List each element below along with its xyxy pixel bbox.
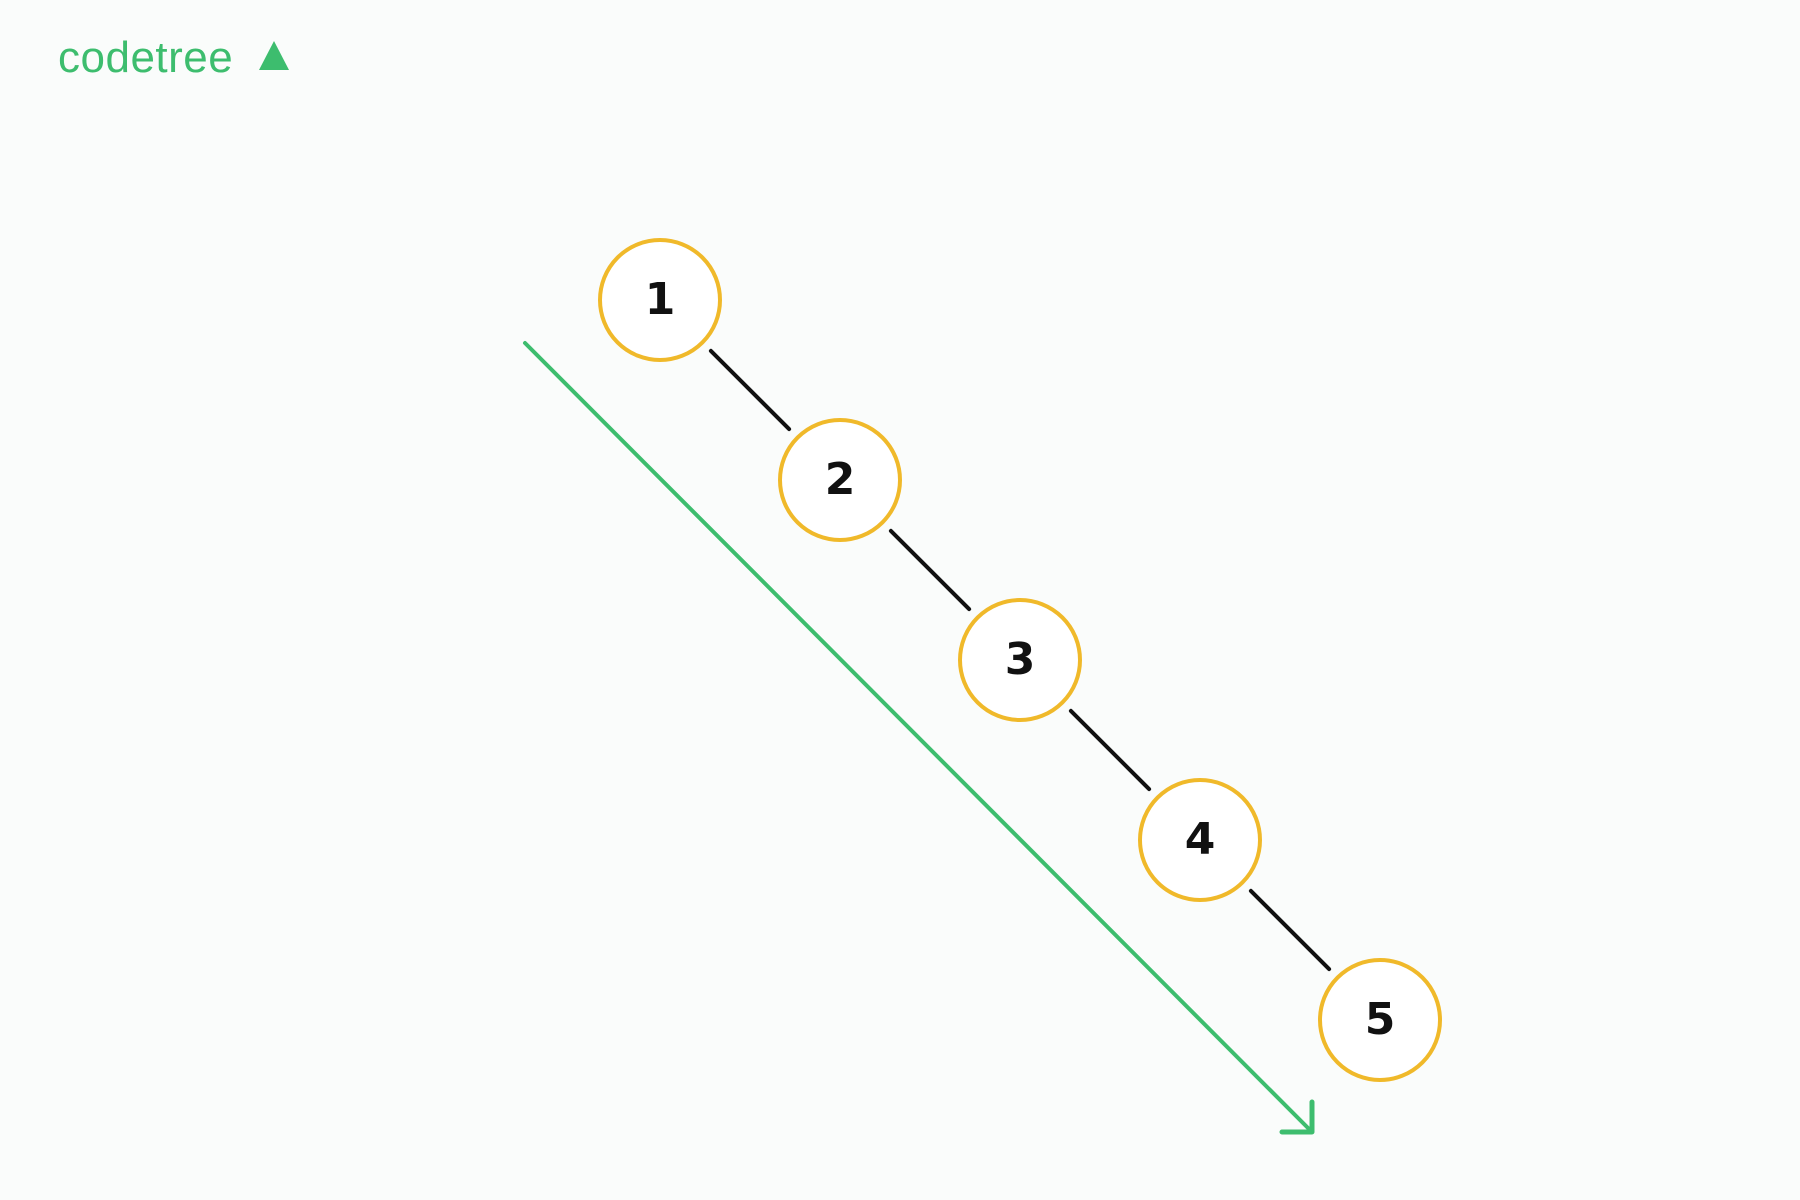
node-label: 1 [645,274,676,325]
tree-node-2: 2 [778,418,902,542]
tree-node-1: 1 [598,238,722,362]
triangle-icon [259,40,290,70]
edge-3-4 [1068,708,1152,792]
brand-logo: codetree [58,33,290,82]
node-circle [958,598,1082,722]
edge-4-5 [1248,888,1332,972]
node-circle [1138,778,1262,902]
node-label: 4 [1185,814,1216,865]
brand-name: codetree [58,33,234,82]
arrow-head-icon [1279,1099,1315,1135]
node-label: 5 [1365,994,1396,1045]
node-circle [598,238,722,362]
node-label: 2 [825,454,856,505]
edge-1-2 [708,348,792,432]
edge-2-3 [888,528,972,612]
tree-node-4: 4 [1138,778,1262,902]
arrow-shaft [523,341,1314,1134]
nodes-layer: 1 2 3 4 5 [598,238,1442,1082]
tree-node-5: 5 [1318,958,1442,1082]
edges-layer [708,348,1332,972]
node-label: 3 [1005,634,1036,685]
traversal-arrow [523,341,1315,1135]
tree-node-3: 3 [958,598,1082,722]
node-circle [1318,958,1442,1082]
node-circle [778,418,902,542]
